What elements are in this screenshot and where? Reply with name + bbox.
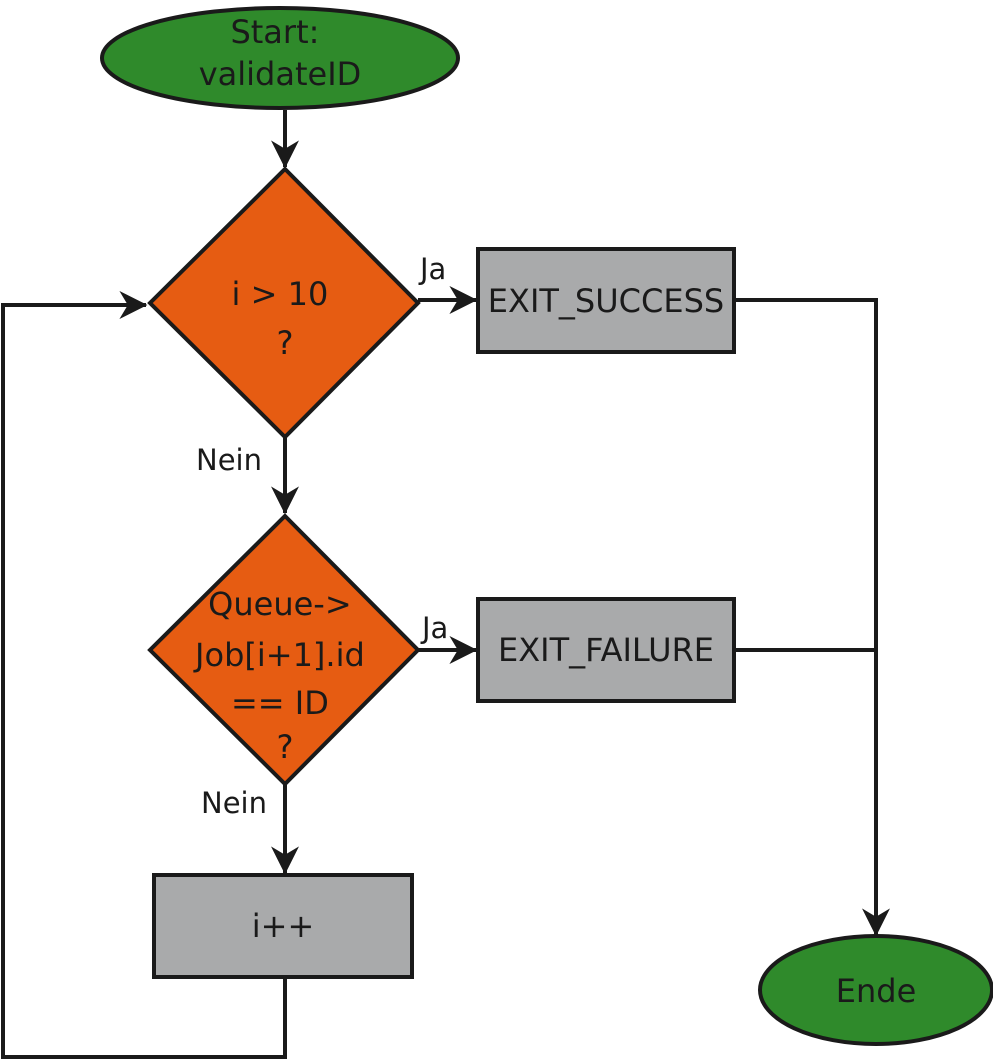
edge-label-d2-yes: Ja — [420, 611, 448, 645]
decision-2-label-line-1: Queue-> — [208, 585, 351, 623]
start-label-line-2: validateID — [199, 55, 362, 93]
increment-node: i++ — [152, 873, 414, 979]
start-label-line-1: Start: — [230, 13, 319, 51]
end-label: Ende — [836, 972, 917, 1010]
decision-1-label-line-1: i > 10 — [232, 275, 329, 313]
exit-success-label: EXIT_SUCCESS — [488, 282, 724, 320]
decision-1-label-line-2: ? — [277, 324, 294, 362]
decision-2-label-line-3: == ID — [231, 684, 329, 722]
decision-2-label-line-4: ? — [277, 728, 294, 766]
increment-label: i++ — [252, 907, 315, 945]
edge-success-to-end — [734, 298, 878, 650]
exit-success-node: EXIT_SUCCESS — [476, 247, 736, 354]
decision-2-label-line-2: Job[i+1].id — [193, 636, 365, 674]
start-node: Start: validateID — [100, 6, 460, 110]
end-terminal-shape — [758, 934, 993, 1046]
decision-node-2: Queue-> Job[i+1].id == ID ? — [147, 513, 421, 787]
decision-1-label: i > 10 ? — [232, 275, 339, 362]
exit-failure-node: EXIT_FAILURE — [476, 597, 736, 703]
decision-2-shape — [147, 513, 421, 787]
edge-increment-loop-back — [1, 291, 287, 1059]
decision-node-1: i > 10 ? — [147, 166, 421, 440]
exit-failure-label: EXIT_FAILURE — [498, 631, 714, 669]
end-node: Ende — [758, 934, 993, 1046]
decision-1-shape — [147, 166, 421, 440]
start-terminal-shape — [100, 6, 460, 110]
exit-failure-shape — [476, 597, 736, 703]
exit-success-shape — [476, 247, 736, 354]
edge-failure-to-end — [734, 648, 890, 937]
start-label: Start: validateID — [199, 13, 362, 93]
edge-label-d2-no: Nein — [201, 786, 267, 820]
edge-label-d1-no: Nein — [196, 443, 262, 477]
increment-shape — [152, 873, 414, 979]
decision-2-label: Queue-> Job[i+1].id == ID ? — [193, 585, 375, 766]
edge-label-d1-yes: Ja — [418, 252, 446, 286]
